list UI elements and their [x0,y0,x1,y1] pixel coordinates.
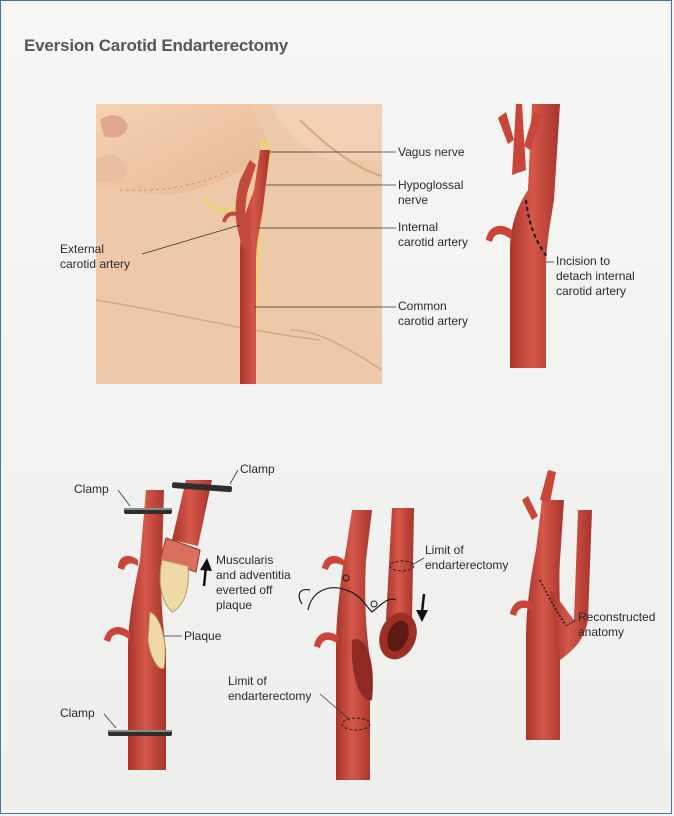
jaw-face [96,104,266,195]
label-reconstructed-anatomy: Reconstructed anatomy [578,610,655,640]
arrow-head [416,610,428,622]
suture-loop [370,600,378,608]
label-line: everted off [216,583,273,597]
label-vagus-nerve: Vagus nerve [398,145,465,159]
arterial-branch [118,555,138,570]
suture-needle [298,589,311,605]
suture-thread [307,587,397,613]
ear-region [270,104,382,160]
label-line: nerve [398,193,429,207]
leader-line [103,713,117,729]
arterial-branch [104,626,130,642]
label-limit-endarterectomy-bottom: Limit of endarterectomy [228,674,311,704]
leader-line [117,489,131,507]
internal-carotid-artery [550,510,592,660]
label-line: Reconstructed [578,610,656,624]
external-branch [498,112,514,144]
label-line: endarterectomy [228,689,312,703]
label-line: Common [398,299,447,313]
clamp [171,482,232,493]
label-line: External [60,242,105,256]
reimplantation-panel [298,508,428,780]
jawline [119,169,231,191]
label-internal-carotid: Internal carotid artery [398,220,468,250]
external-branch [512,104,526,175]
label-line: Muscularis [216,553,274,567]
label-line: anatomy [578,625,625,639]
thyroid-branch [486,225,512,242]
label-line: carotid artery [398,235,469,249]
eversion-panel [103,469,239,770]
label-common-carotid: Common carotid artery [398,299,468,329]
label-hypoglossal-nerve: Hypoglossal nerve [398,178,463,208]
chin [96,155,128,183]
plaque-in-vessel [147,611,166,670]
lumen [387,620,409,652]
external-carotid-artery [235,160,256,250]
leader-line [229,469,239,485]
external-branch [522,496,538,520]
diagram-title: Eversion Carotid Endarterectomy [24,36,288,55]
label-line: carotid artery [398,314,469,328]
internal-carotid-artery [386,508,414,620]
label-line: carotid artery [60,257,131,271]
suture-line [539,579,567,627]
skin-fold [289,329,383,371]
label-incision: Incision to detach internal carotid arte… [556,254,635,299]
arterial-branch [222,211,239,223]
label-clamp: Clamp [60,706,95,720]
arterial-branch [510,600,534,616]
neck-crease [299,119,383,177]
suture-loop [342,574,350,582]
common-carotid-artery [526,500,564,740]
incision-line [525,199,549,259]
label-line: Limit of [228,674,267,688]
label-limit-endarterectomy-top: Limit of endarterectomy [425,543,508,573]
reconstructed-panel [510,470,592,740]
external-branch [524,112,542,150]
limit-marker [341,717,371,731]
arteriotomy [351,639,373,701]
label-line: plaque [216,598,253,612]
arterial-branch [322,555,344,570]
skin-fold [95,299,321,341]
leader-line [409,557,425,567]
neck-panel [95,104,396,385]
limit-marker [389,560,415,572]
label-external-carotid: External carotid artery [60,242,130,272]
incision-panel [486,104,560,368]
direction-arrow [420,593,426,613]
common-carotid-artery [240,150,270,384]
clamp-highlight [124,508,172,510]
clamp-highlight [108,730,172,732]
everted-adventitia [159,537,201,573]
label-line: endarterectomy [425,558,509,572]
label-line: Limit of [425,543,464,557]
label-clamp: Clamp [240,462,275,476]
label-line: detach internal [556,269,635,283]
label-clamp: Clamp [74,482,109,496]
label-line: and adventitia [216,568,291,582]
internal-carotid-artery [172,480,212,546]
common-carotid-artery [128,490,166,770]
label-plaque: Plaque [184,629,222,643]
external-branch [540,470,556,502]
label-line: carotid artery [556,284,627,298]
label-line: Incision to [556,254,611,268]
arterial-branch [314,632,338,648]
label-muscularis: Muscularis and adventitia everted off pl… [216,553,291,613]
plaque-core [159,559,189,613]
label-line: Hypoglossal [398,178,464,192]
leader-line [141,224,241,255]
label-line: Internal [398,220,439,234]
arrow-head [200,558,212,571]
leader-line [319,693,351,721]
leader-line [565,619,577,627]
lips [100,115,128,138]
